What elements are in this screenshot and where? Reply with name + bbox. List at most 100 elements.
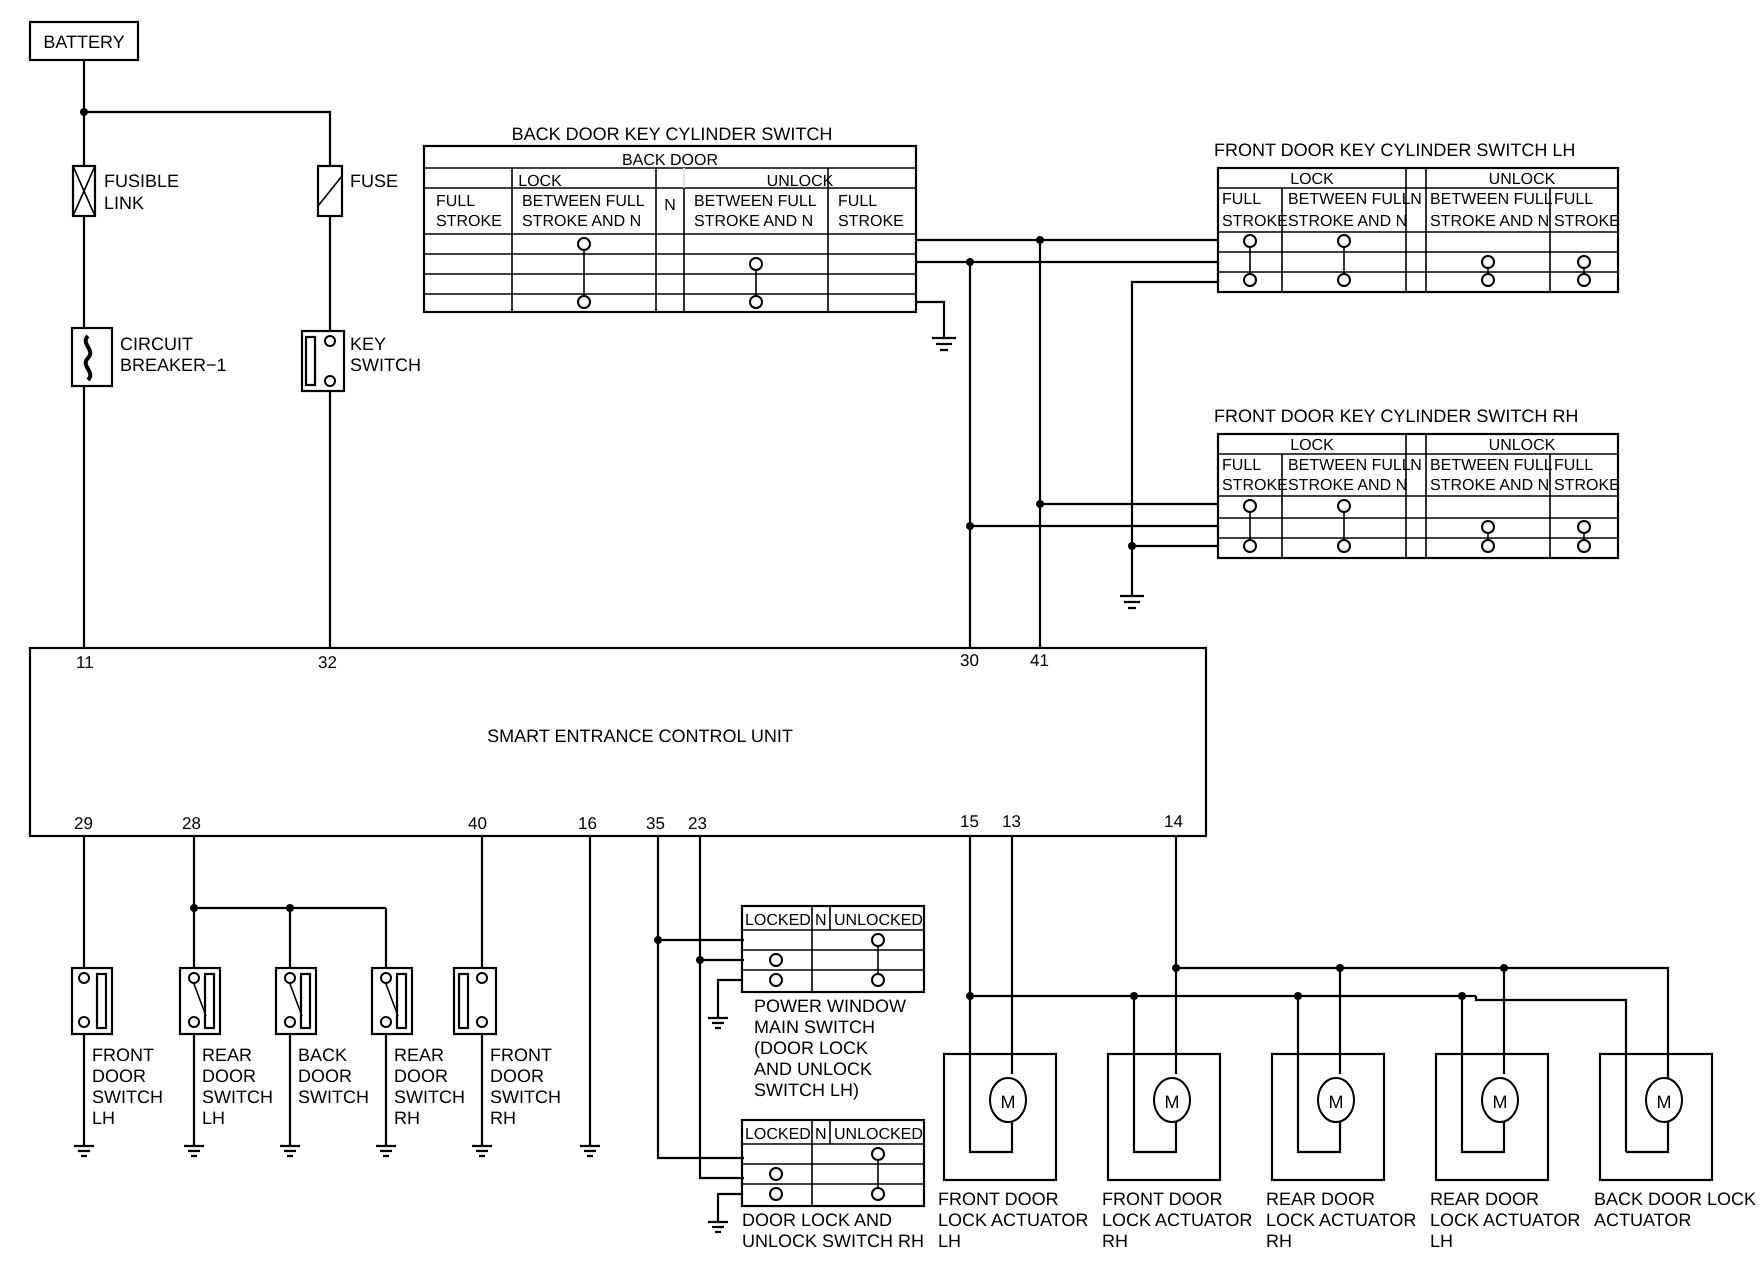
- back-door-key-cylinder-switch: BACK DOOR KEY CYLINDER SWITCH BACK DOOR …: [422, 124, 956, 352]
- svg-text:FRONT DOOR: FRONT DOOR: [1102, 1189, 1223, 1209]
- svg-text:SWITCH LH): SWITCH LH): [754, 1080, 859, 1100]
- svg-text:SWITCH: SWITCH: [490, 1087, 561, 1107]
- svg-text:BETWEEN FULL: BETWEEN FULL: [1430, 457, 1553, 474]
- svg-text:LOCK ACTUATOR: LOCK ACTUATOR: [1266, 1210, 1416, 1230]
- back-door-lock-actuator: M: [1476, 996, 1714, 1182]
- svg-text:LOCKED: LOCKED: [745, 1126, 811, 1143]
- svg-text:RH: RH: [1102, 1231, 1128, 1251]
- svg-text:LH: LH: [938, 1231, 961, 1251]
- pin-32: 32: [318, 653, 337, 672]
- svg-text:BACK: BACK: [298, 1045, 347, 1065]
- door-lock-unlock-switch-rh: LOCKED N UNLOCKED DOOR LOCK AND UNLOCK S…: [708, 1118, 926, 1251]
- svg-text:SWITCH: SWITCH: [202, 1087, 273, 1107]
- svg-text:UNLOCK SWITCH RH: UNLOCK SWITCH RH: [742, 1231, 924, 1251]
- pin-14: 14: [1164, 812, 1183, 831]
- svg-text:LH: LH: [1430, 1231, 1453, 1251]
- svg-text:UNLOCK: UNLOCK: [1489, 171, 1556, 188]
- svg-text:FULL: FULL: [838, 193, 877, 210]
- rear-door-lock-actuator-lh: M: [1434, 968, 1550, 1182]
- svg-text:AND UNLOCK: AND UNLOCK: [754, 1059, 872, 1079]
- svg-text:DOOR: DOOR: [202, 1066, 256, 1086]
- svg-text:N: N: [1410, 191, 1422, 208]
- svg-text:STROKE: STROKE: [1554, 477, 1620, 494]
- svg-text:RH: RH: [1266, 1231, 1292, 1251]
- pin-16: 16: [578, 814, 597, 833]
- svg-text:N: N: [815, 912, 827, 929]
- pin-40: 40: [468, 814, 487, 833]
- svg-text:SWITCH: SWITCH: [92, 1087, 163, 1107]
- svg-text:REAR: REAR: [202, 1045, 252, 1065]
- svg-text:ACTUATOR: ACTUATOR: [1594, 1210, 1691, 1230]
- svg-text:M: M: [1493, 1092, 1508, 1112]
- svg-text:FULL: FULL: [1554, 191, 1593, 208]
- svg-text:DOOR: DOOR: [298, 1066, 352, 1086]
- svg-text:N: N: [815, 1126, 827, 1143]
- pin-30: 30: [960, 651, 979, 670]
- front-lh-switch-title: FRONT DOOR KEY CYLINDER SWITCH LH: [1214, 140, 1575, 160]
- fuse-label: FUSE: [350, 171, 398, 191]
- svg-text:BETWEEN FULL: BETWEEN FULL: [694, 193, 817, 210]
- svg-text:STROKE AND N: STROKE AND N: [1288, 213, 1407, 230]
- pin-23: 23: [688, 814, 707, 833]
- door-switches: FRONT DOOR SWITCH LH REA: [70, 836, 600, 1158]
- svg-text:STROKE: STROKE: [1222, 477, 1288, 494]
- svg-text:BETWEEN FULL: BETWEEN FULL: [1288, 191, 1411, 208]
- svg-text:M: M: [1165, 1092, 1180, 1112]
- front-door-key-cylinder-switch-rh: FRONT DOOR KEY CYLINDER SWITCH RH LOCK U…: [1214, 406, 1620, 560]
- svg-text:LINK: LINK: [104, 193, 144, 213]
- svg-text:M: M: [1329, 1092, 1344, 1112]
- svg-text:FULL: FULL: [1222, 191, 1261, 208]
- svg-text:SWITCH: SWITCH: [350, 355, 421, 375]
- svg-text:FULL: FULL: [1554, 457, 1593, 474]
- svg-text:FRONT: FRONT: [92, 1045, 154, 1065]
- smart-entrance-control-unit: SMART ENTRANCE CONTROL UNIT 11 32 30 41 …: [28, 646, 1208, 838]
- svg-text:STROKE: STROKE: [838, 213, 904, 230]
- svg-text:UNLOCKED: UNLOCKED: [834, 912, 923, 929]
- svg-text:LOCK: LOCK: [1290, 171, 1334, 188]
- svg-text:POWER WINDOW: POWER WINDOW: [754, 996, 906, 1016]
- front-door-switch-lh: [70, 966, 114, 1036]
- svg-text:REAR: REAR: [394, 1045, 444, 1065]
- svg-text:MAIN SWITCH: MAIN SWITCH: [754, 1017, 875, 1037]
- svg-text:LH: LH: [92, 1108, 115, 1128]
- battery-label: BATTERY: [43, 32, 124, 52]
- svg-text:LOCK ACTUATOR: LOCK ACTUATOR: [1102, 1210, 1252, 1230]
- svg-text:N: N: [1410, 457, 1422, 474]
- svg-text:REAR DOOR: REAR DOOR: [1266, 1189, 1375, 1209]
- svg-text:STROKE: STROKE: [1222, 213, 1288, 230]
- rear-door-switch-lh: [178, 966, 222, 1036]
- svg-text:FRONT DOOR: FRONT DOOR: [938, 1189, 1059, 1209]
- svg-text:RH: RH: [394, 1108, 420, 1128]
- pin-29: 29: [74, 814, 93, 833]
- svg-text:STROKE AND N: STROKE AND N: [522, 213, 641, 230]
- svg-text:(DOOR LOCK: (DOOR LOCK: [754, 1038, 868, 1058]
- lock-unlock-switches: LOCKED N UNLOCKED POWER WINDOW MAIN SWIT…: [654, 836, 926, 1251]
- pin-41: 41: [1030, 651, 1049, 670]
- pin-11: 11: [76, 653, 94, 672]
- front-door-lock-actuator-rh: M: [1106, 968, 1222, 1182]
- svg-text:N: N: [664, 197, 676, 214]
- svg-text:DOOR LOCK AND: DOOR LOCK AND: [742, 1210, 892, 1230]
- circuit-breaker: [70, 326, 114, 388]
- svg-text:LOCK: LOCK: [518, 173, 562, 190]
- svg-text:STROKE AND N: STROKE AND N: [694, 213, 813, 230]
- svg-text:LH: LH: [202, 1108, 225, 1128]
- svg-text:BACK DOOR LOCK: BACK DOOR LOCK: [1594, 1189, 1756, 1209]
- svg-text:FULL: FULL: [1222, 457, 1261, 474]
- svg-text:UNLOCKED: UNLOCKED: [834, 1126, 923, 1143]
- svg-text:DOOR: DOOR: [394, 1066, 448, 1086]
- svg-text:BETWEEN FULL: BETWEEN FULL: [1288, 457, 1411, 474]
- key-cylinder-wiring: [916, 236, 1218, 648]
- svg-text:STROKE AND N: STROKE AND N: [1430, 477, 1549, 494]
- back-door-switch: [274, 966, 318, 1036]
- svg-text:REAR DOOR: REAR DOOR: [1430, 1189, 1539, 1209]
- pin-13: 13: [1002, 812, 1021, 831]
- svg-text:LOCK ACTUATOR: LOCK ACTUATOR: [938, 1210, 1088, 1230]
- svg-text:FRONT: FRONT: [490, 1045, 552, 1065]
- svg-text:M: M: [1001, 1092, 1016, 1112]
- svg-text:STROKE AND N: STROKE AND N: [1430, 213, 1549, 230]
- svg-text:LOCK: LOCK: [1290, 437, 1334, 454]
- front-door-key-cylinder-switch-lh: FRONT DOOR KEY CYLINDER SWITCH LH LOCK U…: [1214, 140, 1620, 294]
- svg-text:SWITCH: SWITCH: [394, 1087, 465, 1107]
